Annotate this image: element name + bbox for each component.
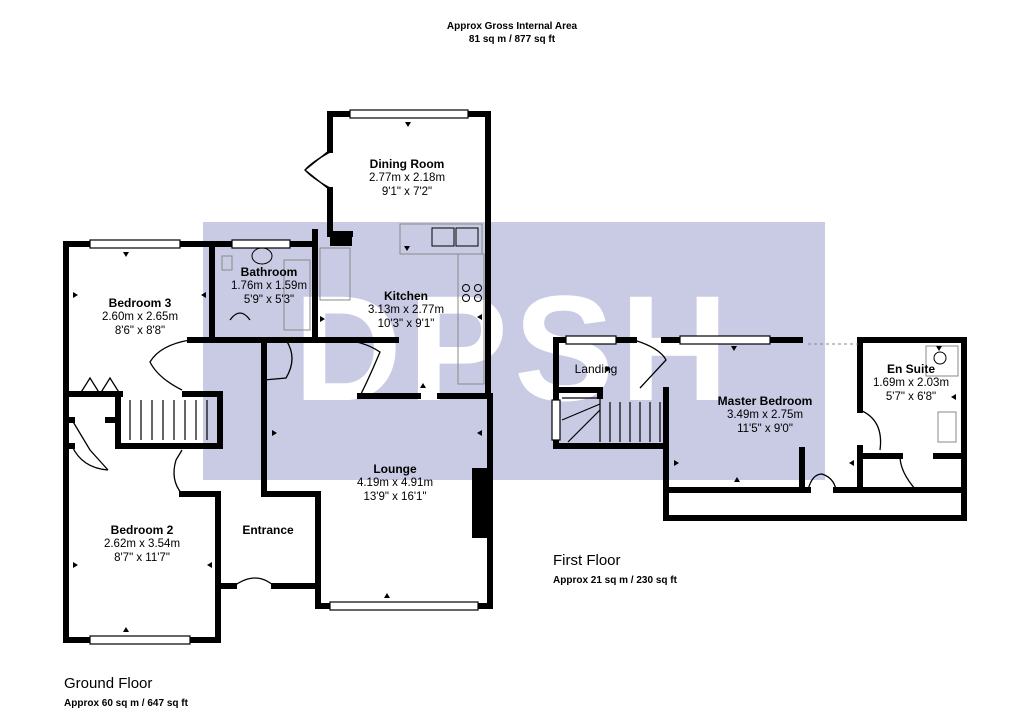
lounge-chimney-breast bbox=[472, 468, 490, 538]
room-name: Kitchen bbox=[383, 289, 428, 303]
room-imperial: 9'1" x 7'2" bbox=[381, 186, 433, 198]
room-entrance: Entrance bbox=[228, 523, 308, 537]
room-metric: 1.76m x 1.59m bbox=[230, 280, 308, 292]
measurement-arrows bbox=[73, 122, 956, 632]
room-name: Lounge bbox=[373, 462, 417, 476]
room-metric: 3.49m x 2.75m bbox=[726, 409, 804, 421]
room-ensuite: En Suite 1.69m x 2.03m 5'7" x 6'8" bbox=[862, 362, 960, 404]
room-imperial: 10'3" x 9'1" bbox=[377, 318, 435, 330]
ground-stairs bbox=[129, 400, 208, 440]
room-bathroom: Bathroom 1.76m x 1.59m 5'9" x 5'3" bbox=[214, 265, 324, 307]
room-kitchen: Kitchen 3.13m x 2.77m 10'3" x 9'1" bbox=[346, 289, 466, 331]
room-metric: 2.60m x 2.65m bbox=[101, 311, 179, 323]
fixtures bbox=[221, 223, 485, 385]
room-name: Bedroom 3 bbox=[108, 296, 172, 310]
gross-internal-area: Approx Gross Internal Area 81 sq m / 877… bbox=[0, 20, 1024, 46]
room-name: Entrance bbox=[242, 523, 294, 537]
ground-floor-area: Approx 60 sq m / 647 sq ft bbox=[64, 698, 188, 709]
room-metric: 2.77m x 2.18m bbox=[368, 172, 446, 184]
room-metric: 4.19m x 4.91m bbox=[356, 477, 434, 489]
first-floor-area: Approx 21 sq m / 230 sq ft bbox=[553, 575, 677, 586]
ground-floor-title: Ground Floor bbox=[64, 675, 153, 692]
first-floor-doors bbox=[633, 339, 917, 491]
room-imperial: 5'7" x 6'8" bbox=[885, 391, 937, 403]
room-bedroom3: Bedroom 3 2.60m x 2.65m 8'6" x 8'8" bbox=[80, 296, 200, 338]
gross-area-title: Approx Gross Internal Area bbox=[446, 21, 578, 32]
room-imperial: 5'9" x 5'3" bbox=[243, 294, 295, 306]
gross-area-value: 81 sq m / 877 sq ft bbox=[468, 34, 556, 45]
room-imperial: 8'7" x 11'7" bbox=[114, 552, 170, 564]
kitchen-wall-block bbox=[330, 232, 352, 246]
room-metric: 3.13m x 2.77m bbox=[367, 304, 445, 316]
room-metric: 1.69m x 2.03m bbox=[872, 377, 950, 389]
door-swings bbox=[71, 149, 381, 587]
room-imperial: 11'5" x 9'0" bbox=[737, 423, 793, 435]
room-name: Dining Room bbox=[369, 157, 445, 171]
room-landing: Landing bbox=[566, 362, 626, 376]
room-name: Bedroom 2 bbox=[110, 523, 174, 537]
room-dining: Dining Room 2.77m x 2.18m 9'1" x 7'2" bbox=[347, 157, 467, 199]
room-name: Master Bedroom bbox=[717, 394, 813, 408]
room-lounge: Lounge 4.19m x 4.91m 13'9" x 16'1" bbox=[335, 462, 455, 504]
room-metric: 2.62m x 3.54m bbox=[103, 538, 181, 550]
room-name: En Suite bbox=[886, 362, 935, 376]
room-name: Landing bbox=[574, 362, 618, 376]
room-bedroom2: Bedroom 2 2.62m x 3.54m 8'7" x 11'7" bbox=[82, 523, 202, 565]
first-floor-title: First Floor bbox=[553, 552, 621, 569]
first-floor-windows bbox=[551, 335, 771, 441]
room-name: Bathroom bbox=[240, 265, 298, 279]
room-master-bedroom: Master Bedroom 3.49m x 2.75m 11'5" x 9'0… bbox=[700, 394, 830, 436]
first-floor-walls bbox=[553, 337, 967, 521]
room-imperial: 8'6" x 8'8" bbox=[114, 325, 166, 337]
room-imperial: 13'9" x 16'1" bbox=[363, 491, 427, 503]
ground-floor-windows bbox=[89, 109, 479, 645]
watermark: DPSH bbox=[203, 222, 825, 480]
watermark-text: DPSH bbox=[294, 264, 735, 432]
first-floor-stairs bbox=[561, 397, 661, 443]
watermark-box bbox=[203, 222, 825, 480]
